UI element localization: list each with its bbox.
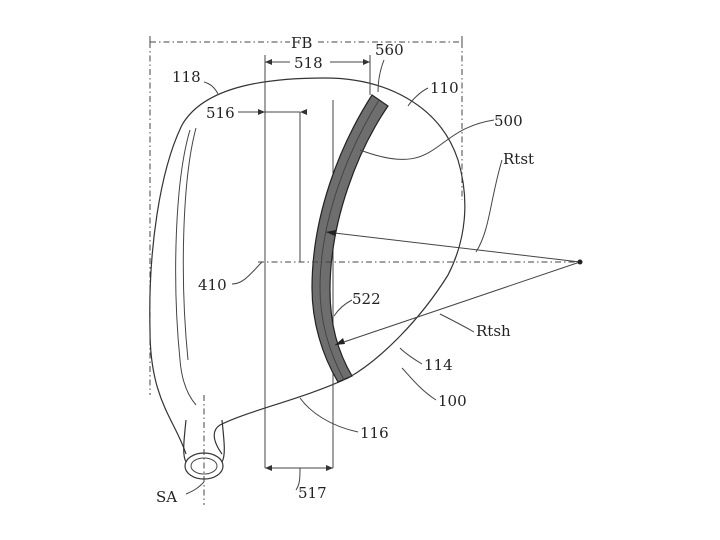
label-sa: SA xyxy=(156,488,177,506)
label-518: 518 xyxy=(294,54,323,72)
radius-center-point xyxy=(578,260,583,265)
dim-516 xyxy=(238,109,307,115)
label-114: 114 xyxy=(424,356,453,374)
crown-inner-line-2 xyxy=(183,128,196,360)
fb-dimension xyxy=(150,36,462,395)
label-410: 410 xyxy=(198,276,227,294)
dim-517-arrow-left xyxy=(265,465,272,471)
label-516: 516 xyxy=(206,104,235,122)
leader-lines xyxy=(186,60,502,494)
label-560: 560 xyxy=(375,41,404,59)
label-rtst: Rtst xyxy=(503,150,534,168)
club-head-outline xyxy=(150,78,465,454)
label-fb: FB xyxy=(291,34,312,52)
crown-inner-line xyxy=(176,130,196,405)
label-rtsh: Rtsh xyxy=(476,322,511,340)
label-116: 116 xyxy=(360,424,389,442)
dim-517-arrow-right xyxy=(326,465,333,471)
radius-rtst-line xyxy=(326,232,580,262)
label-118: 118 xyxy=(172,68,201,86)
label-517: 517 xyxy=(298,484,327,502)
label-522: 522 xyxy=(352,290,381,308)
label-110: 110 xyxy=(430,79,459,97)
label-100: 100 xyxy=(438,392,467,410)
label-500: 500 xyxy=(494,112,523,130)
face-insert-560 xyxy=(312,95,388,382)
